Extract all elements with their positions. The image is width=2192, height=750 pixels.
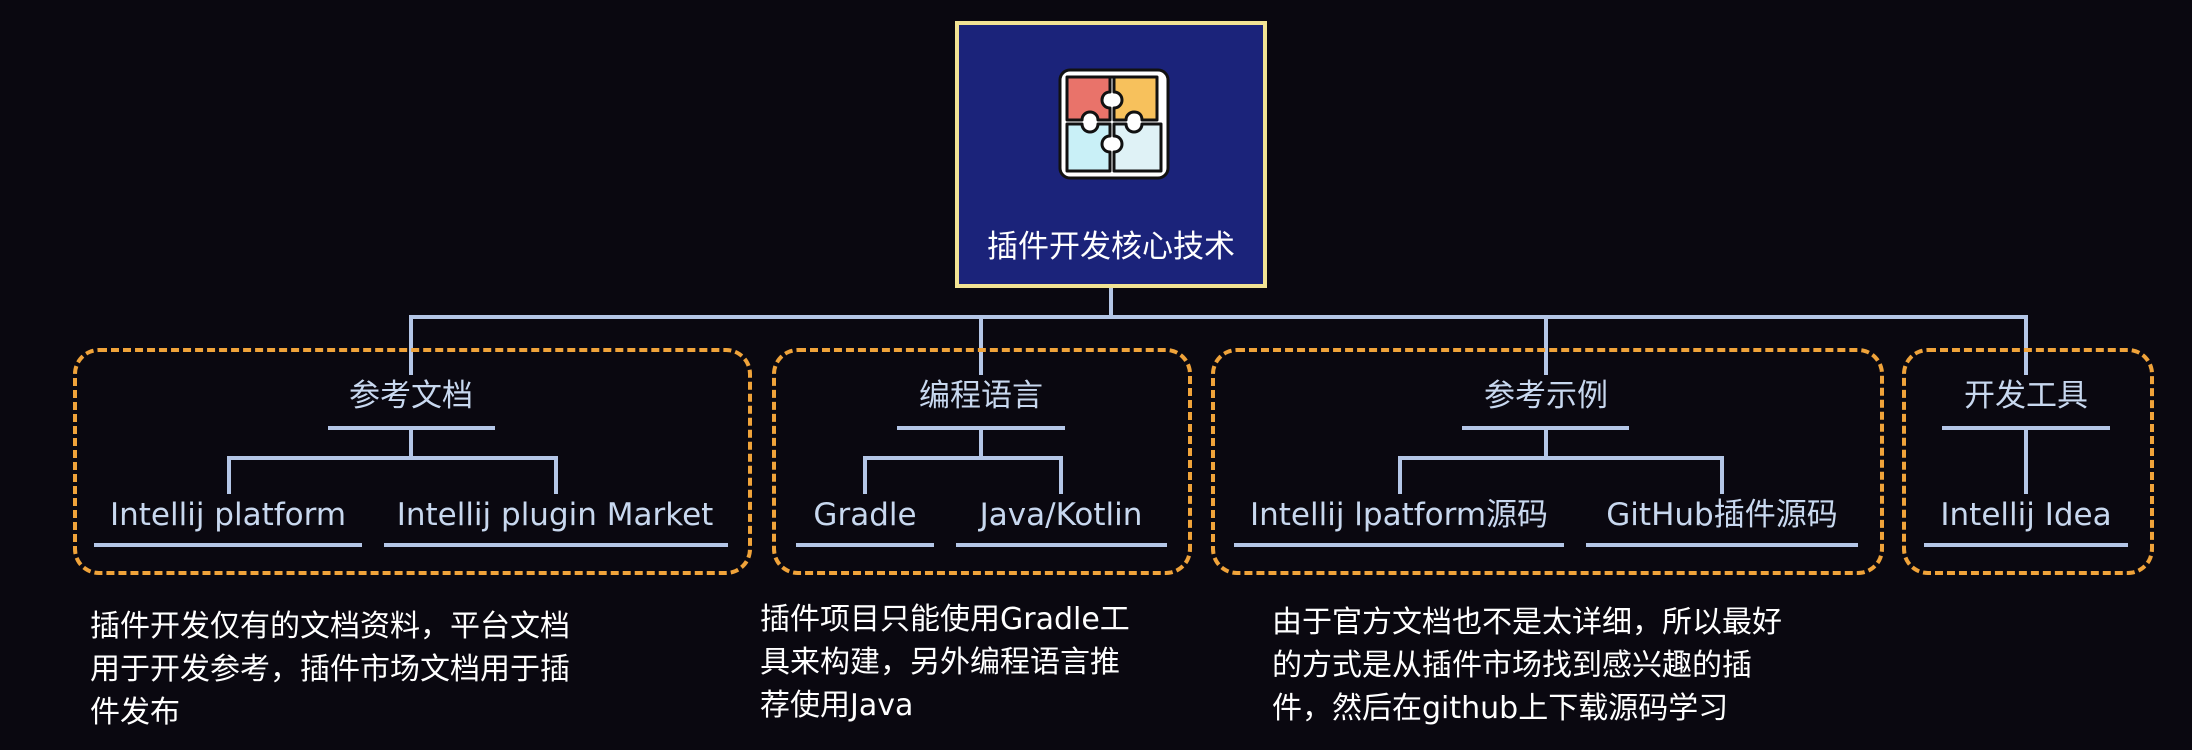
sub-connector — [1398, 426, 1724, 494]
leaf-label: Java/Kotlin — [979, 497, 1143, 533]
group-box-dev-tools — [1902, 348, 2154, 575]
group-box-reference-docs — [73, 348, 752, 575]
leaf-label: Intellij platform — [109, 497, 347, 533]
group-title: 编程语言 — [919, 378, 1043, 414]
root-title: 插件开发核心技术 — [987, 229, 1235, 265]
root-node: 插件开发核心技术 — [955, 21, 1267, 288]
puzzle-icon — [1058, 68, 1170, 180]
group-description: 插件开发仅有的文档资料，平台文档 用于开发参考，插件市场文档用于插 件发布 — [90, 609, 570, 730]
group-box-programming-language — [772, 348, 1192, 575]
group-title: 开发工具 — [1964, 378, 2088, 414]
leaf-label: Intellij Idea — [1940, 497, 2112, 533]
group-description: 插件项目只能使用Gradle工 具来构建，另外编程语言推 荐使用Java — [760, 602, 1130, 723]
group-description: 由于官方文档也不是太详细，所以最好 的方式是从插件市场找到感兴趣的插 件，然后在… — [1272, 605, 1782, 726]
group-box-reference-examples — [1211, 348, 1884, 575]
leaf-label: Intellij plugin Market — [396, 497, 714, 533]
leaf-label: Gradle — [813, 497, 917, 533]
leaf-label: Intellij lpatform源码 — [1249, 497, 1549, 533]
group-title: 参考示例 — [1484, 378, 1608, 414]
group-title: 参考文档 — [349, 378, 473, 414]
sub-connector — [863, 426, 1063, 494]
sub-connector — [227, 426, 558, 494]
leaf-label: GitHub插件源码 — [1606, 497, 1838, 533]
